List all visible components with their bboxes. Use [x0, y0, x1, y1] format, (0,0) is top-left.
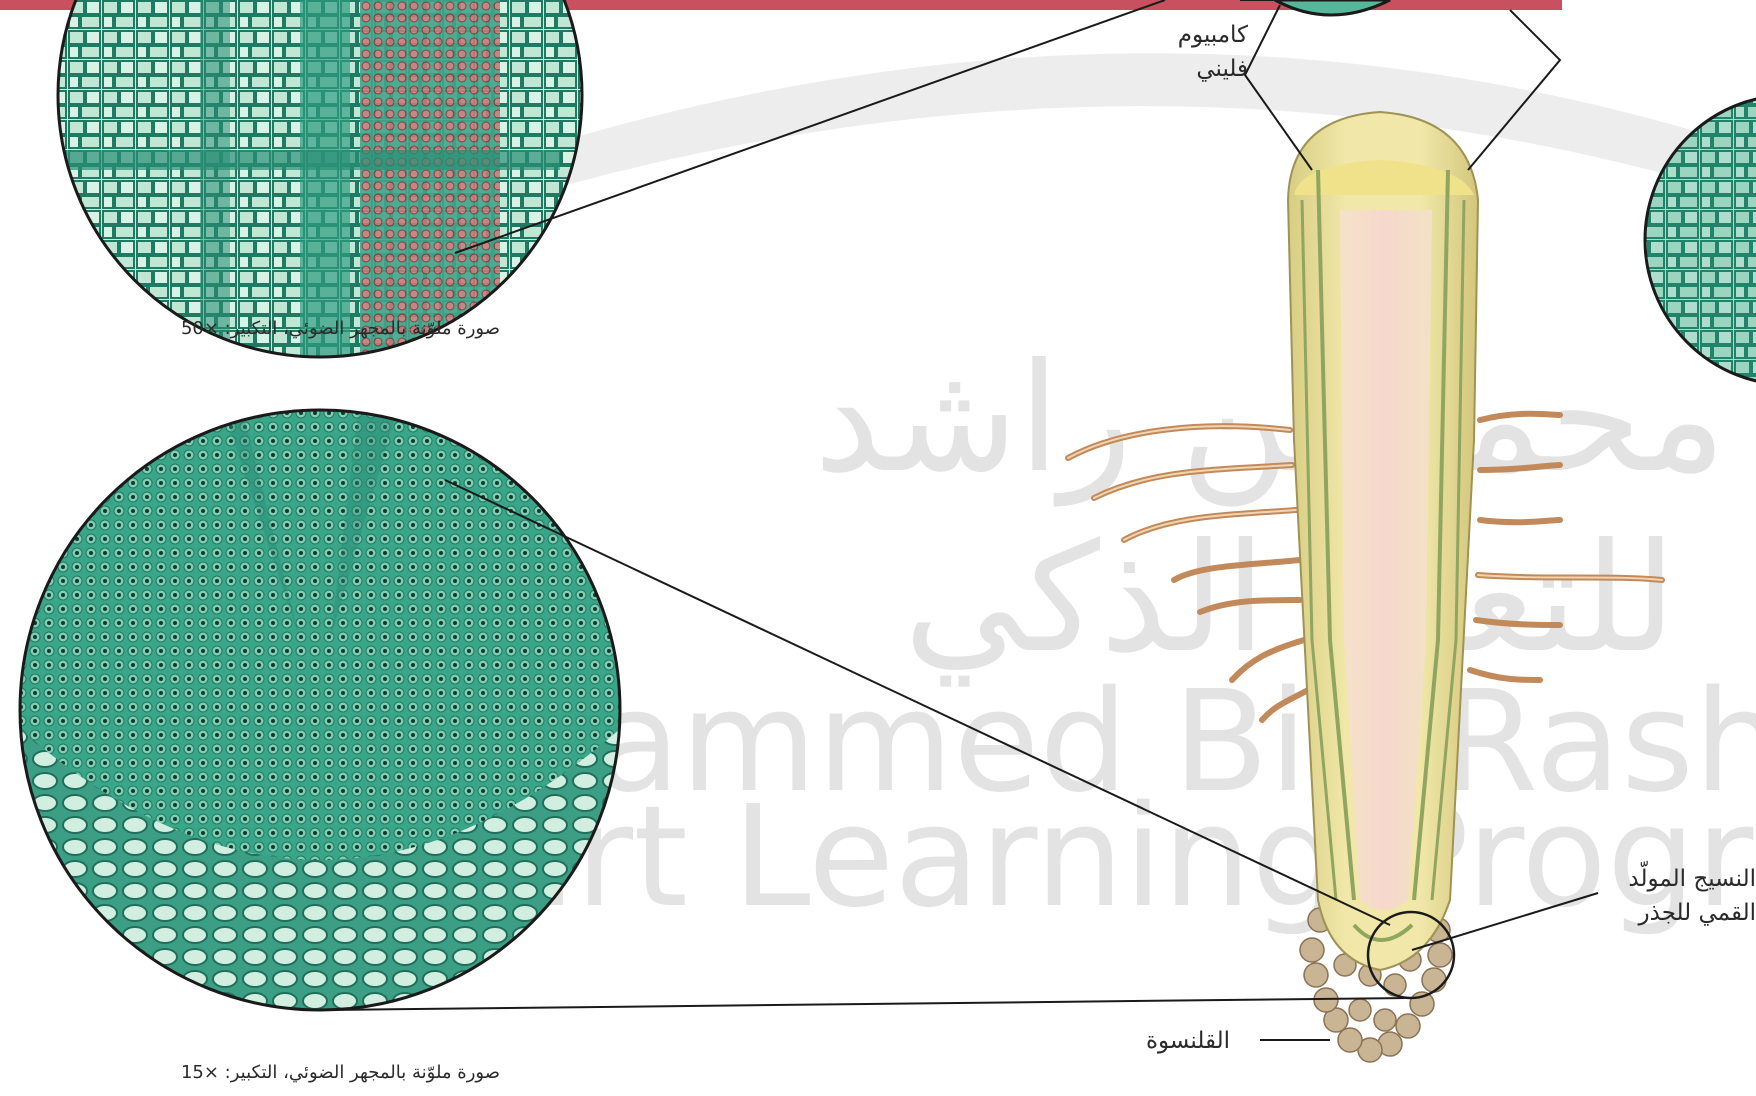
top-center-micrograph: [1275, 0, 1390, 15]
apical-meristem-label-line2: القمي للجذر: [1598, 896, 1756, 930]
cambium-label-line2: فليني: [1128, 52, 1248, 86]
root-cap-label-text: القلنسوة: [1080, 1024, 1230, 1058]
apical-meristem-label: النسيج المولّد القمي للجذر: [1598, 862, 1756, 930]
top-micrograph: [40, 0, 620, 360]
watermark-line1: محمد بن راشد: [814, 332, 1726, 507]
cambium-label-line1: كامبيوم: [1128, 18, 1248, 52]
root-body: [1288, 112, 1478, 970]
bottom-micrograph-caption: صورة ملوّنة بالمجهر الضوئي، التكبير: ×15: [20, 1062, 500, 1083]
apical-meristem-label-line1: النسيج المولّد: [1598, 862, 1756, 896]
root-cap-label: القلنسوة: [1080, 1024, 1230, 1058]
top-micrograph-caption: صورة ملوّنة بالمجهر الضوئي، التكبير: ×50: [20, 318, 500, 339]
cambium-label: كامبيوم فليني: [1128, 18, 1248, 86]
